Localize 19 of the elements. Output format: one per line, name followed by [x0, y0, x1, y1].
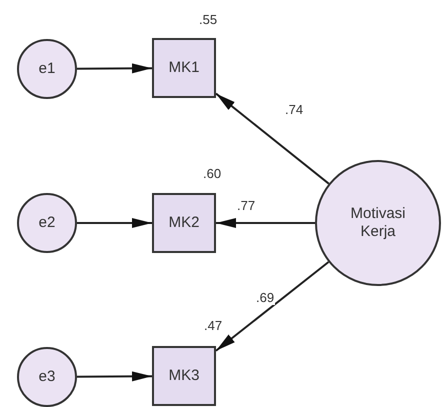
- error-term-circle: e3: [17, 347, 77, 407]
- latent-variable-circle: Motivasi Kerja: [315, 160, 441, 286]
- r-squared-value: .55: [199, 12, 218, 27]
- edge-label: .77: [236, 198, 256, 213]
- arrow: [215, 92, 330, 184]
- arrow: [77, 371, 152, 382]
- edge-label: .74: [284, 102, 304, 117]
- observed-variable-box: MK3: [152, 346, 216, 406]
- error-term-circle: e1: [17, 39, 77, 99]
- r-squared-value: .60: [203, 166, 222, 181]
- arrow: [216, 218, 315, 228]
- arrow: [215, 261, 330, 352]
- observed-variable-box: MK2: [152, 193, 216, 253]
- arrow: [77, 63, 152, 74]
- r-squared-value: .47: [204, 318, 222, 333]
- observed-variable-box: MK1: [152, 38, 216, 98]
- arrow: [77, 218, 152, 228]
- error-term-circle: e2: [17, 193, 77, 253]
- edge-label: .69: [255, 290, 276, 305]
